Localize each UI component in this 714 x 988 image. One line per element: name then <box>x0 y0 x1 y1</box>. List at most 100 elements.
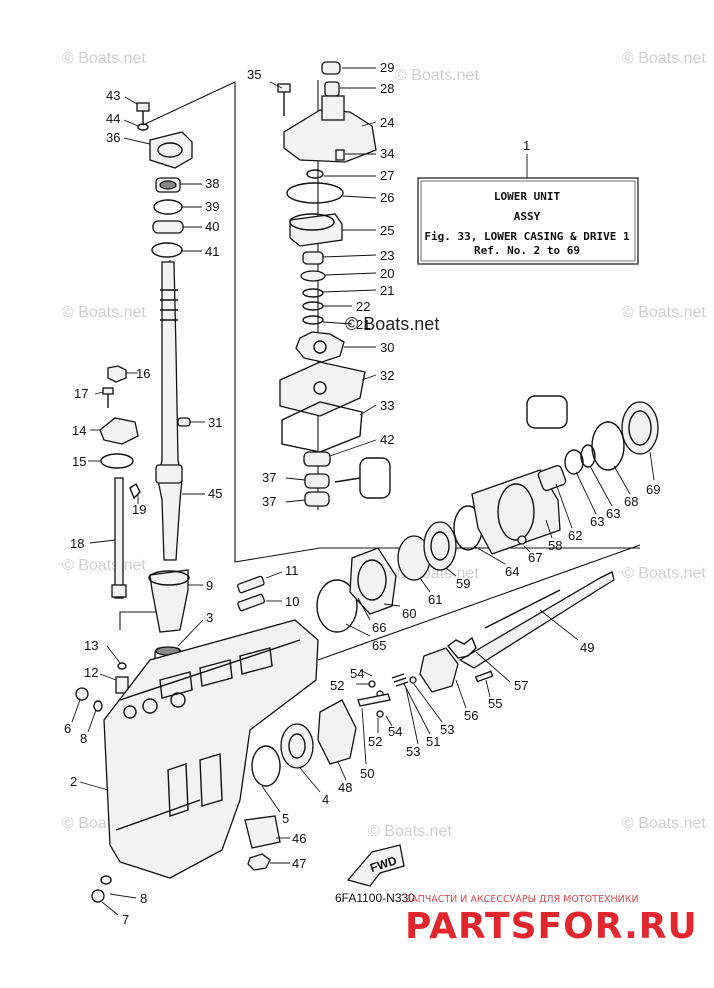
callout-number: 33 <box>380 398 394 413</box>
callout-number: 58 <box>548 538 562 553</box>
callout-number: 64 <box>505 564 519 579</box>
callout-number: 6 <box>64 721 71 736</box>
callout-number: 40 <box>205 219 219 234</box>
callout-number: 43 <box>106 88 120 103</box>
callout-number: 39 <box>205 199 219 214</box>
callout-number: 14 <box>72 423 86 438</box>
callout-number: 23 <box>380 248 394 263</box>
watermark: © Boats.net <box>622 815 706 832</box>
drive-shaft-group <box>75 102 266 712</box>
callout-number: 47 <box>292 856 306 871</box>
callout-number: 32 <box>380 368 394 383</box>
callout-number: 61 <box>428 592 442 607</box>
callout-number: 51 <box>426 734 440 749</box>
callout-number: 62 <box>568 528 582 543</box>
lower-casing <box>91 619 319 903</box>
callout-number: 63 <box>590 514 604 529</box>
callout-number: 50 <box>360 766 374 781</box>
callout-number: 57 <box>514 678 528 693</box>
callout-number: 8 <box>140 891 147 906</box>
diagram-code: 6FA1100-N330 <box>335 891 415 905</box>
callout-number: 42 <box>380 432 394 447</box>
leader-lines <box>71 67 655 916</box>
water-pump-group <box>277 61 391 507</box>
callout-number: 66 <box>372 620 386 635</box>
propeller-shaft-group <box>244 395 659 887</box>
callout-number: 17 <box>74 386 88 401</box>
callout-number: 1 <box>523 138 530 153</box>
callout-number: 52 <box>330 678 344 693</box>
lower-unit-assy-box: 1 LOWER UNIT ASSY Fig. 33, LOWER CASING … <box>417 138 639 265</box>
callout-number: 55 <box>488 696 502 711</box>
callout-number: 31 <box>208 415 222 430</box>
callout-number: 52 <box>368 734 382 749</box>
watermark: © Boats.net <box>622 565 706 582</box>
callout-number: 10 <box>285 594 299 609</box>
box-line: Fig. 33, LOWER CASING & DRIVE 1 <box>424 230 630 243</box>
callout-number: 44 <box>106 111 120 126</box>
fwd-arrow-icon <box>346 844 405 887</box>
callout-number: 35 <box>247 67 261 82</box>
callout-number: 27 <box>380 168 394 183</box>
callout-number: 21 <box>356 317 370 332</box>
callout-number: 53 <box>440 722 454 737</box>
callout-number: 48 <box>338 780 352 795</box>
callout-number: 37 <box>262 470 276 485</box>
callout-number: 25 <box>380 223 394 238</box>
callout-number: 41 <box>205 244 219 259</box>
callout-number: 22 <box>356 299 370 314</box>
brand-logo-text: PARTSFOR.RU <box>405 906 698 947</box>
callout-number: 37 <box>262 494 276 509</box>
callout-number: 19 <box>132 502 146 517</box>
callout-number: 30 <box>380 340 394 355</box>
callout-number: 24 <box>380 115 394 130</box>
callout-number: 36 <box>106 130 120 145</box>
box-line: LOWER UNIT <box>494 190 561 203</box>
callout-number: 60 <box>402 606 416 621</box>
callout-number: 16 <box>136 366 150 381</box>
brand-tagline: ЗАПЧАСТИ И АКСЕССУАРЫ ДЛЯ МОТОТЕХНИКИ <box>405 894 639 905</box>
watermark: © Boats.net <box>62 557 146 574</box>
callout-number: 18 <box>70 536 84 551</box>
callout-number: 9 <box>206 578 213 593</box>
callout-number: 2 <box>70 774 77 789</box>
callout-number: 45 <box>208 486 222 501</box>
callout-number: 56 <box>464 708 478 723</box>
callout-number: 7 <box>122 912 129 927</box>
callout-number: 38 <box>205 176 219 191</box>
box-line: Ref. No. 2 to 69 <box>474 244 580 257</box>
box-line: ASSY <box>514 210 541 223</box>
callout-number: 8 <box>80 731 87 746</box>
callout-number: 59 <box>456 576 470 591</box>
callout-number: 21 <box>380 283 394 298</box>
callout-number: 67 <box>528 550 542 565</box>
callout-number: 46 <box>292 831 306 846</box>
watermark: © Boats.net <box>62 50 146 67</box>
callout-number: 63 <box>606 506 620 521</box>
callout-number: 13 <box>84 638 98 653</box>
callout-number: 49 <box>580 640 594 655</box>
callout-number: 11 <box>285 563 299 578</box>
callout-number: 15 <box>72 454 86 469</box>
callout-number: 26 <box>380 190 394 205</box>
callout-number: 54 <box>388 724 402 739</box>
callout-number: 69 <box>646 482 660 497</box>
callout-number: 65 <box>372 638 386 653</box>
watermark: © Boats.net <box>368 823 452 840</box>
callout-number: 4 <box>322 792 329 807</box>
watermark: © Boats.net <box>62 304 146 321</box>
watermark: © Boats.net <box>622 50 706 67</box>
callout-number: 12 <box>84 665 98 680</box>
watermark: © Boats.net <box>622 304 706 321</box>
callout-number: 3 <box>206 610 213 625</box>
callout-number: 68 <box>624 494 638 509</box>
callout-number: 53 <box>406 744 420 759</box>
callout-number: 29 <box>380 60 394 75</box>
callout-number: 54 <box>350 666 364 681</box>
center-watermark: © Boats.net <box>345 314 439 334</box>
watermark: © Boats.net <box>395 67 479 84</box>
callout-number: 20 <box>380 266 394 281</box>
callout-number: 5 <box>282 811 289 826</box>
callout-number: 34 <box>380 146 394 161</box>
